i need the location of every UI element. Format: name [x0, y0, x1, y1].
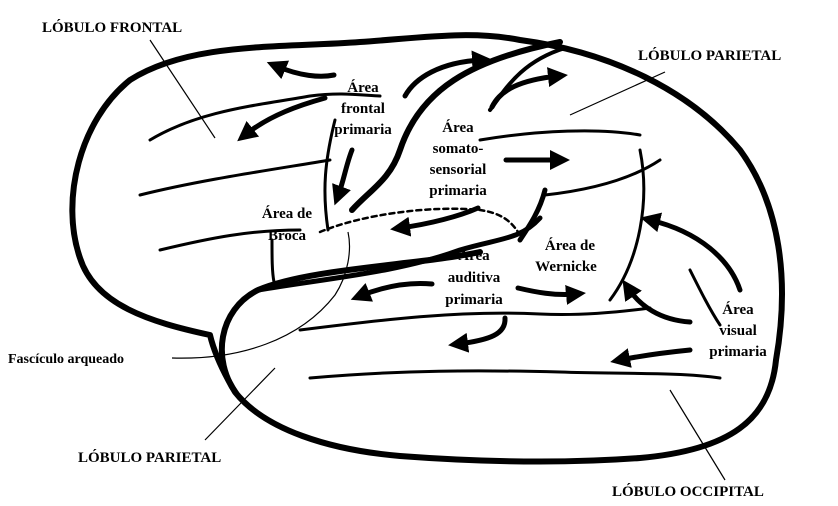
flow-arrows — [245, 60, 740, 360]
arrow-visual-low — [620, 350, 690, 360]
label-lobe-parietal-bottom: LÓBULO PARIETAL — [78, 449, 221, 466]
area-wernicke-line-1: Área de — [545, 237, 595, 254]
label-lobe-frontal: LÓBULO FRONTAL — [42, 19, 182, 36]
label-area-frontal: Área frontal primaria — [334, 79, 392, 138]
area-somato-line-2: somato- — [433, 141, 484, 157]
brain-outline — [72, 35, 782, 461]
area-auditiva-line-3: primaria — [445, 292, 503, 308]
arrow-auditiva-down — [458, 318, 505, 344]
broca-sulcus — [272, 240, 274, 282]
leader-parietal-top — [570, 72, 665, 115]
arrow-visual-mid — [628, 288, 690, 322]
label-area-visual: Área visual primaria — [709, 301, 767, 360]
area-somato-line-4: primaria — [429, 183, 487, 199]
frontal-sulcus-2 — [140, 160, 330, 195]
arrow-auditiva-right — [518, 288, 576, 295]
area-broca-line-2: Broca — [268, 228, 307, 244]
leader-parietal-bottom — [205, 368, 275, 440]
label-lobe-occipital: LÓBULO OCCIPITAL — [612, 483, 764, 500]
label-area-wernicke: Área de Wernicke — [535, 237, 597, 275]
label-area-broca: Área de Broca — [262, 205, 312, 244]
arrow-frontal-down — [338, 150, 352, 196]
area-auditiva-line-1: Área — [458, 247, 490, 264]
temporal-sulcus-1 — [300, 308, 650, 330]
area-wernicke-line-2: Wernicke — [535, 259, 597, 275]
area-visual-line-3: primaria — [709, 344, 767, 360]
leader-fasciculo — [172, 232, 349, 358]
temporal-sulcus-2 — [310, 371, 720, 378]
label-area-somatosensorial: Área somato- sensorial primaria — [429, 119, 487, 199]
area-auditiva-line-2: auditiva — [448, 270, 501, 286]
arrow-auditiva-left — [360, 284, 432, 297]
area-frontal-line-1: Área — [347, 79, 379, 96]
arcuate-fasciculus — [320, 209, 518, 232]
wernicke-branch — [520, 190, 545, 240]
area-frontal-line-3: primaria — [334, 122, 392, 138]
occipital-sulcus-2 — [690, 270, 720, 325]
area-broca-line-1: Área de — [262, 205, 312, 222]
label-fasciculo-arqueado: Fascículo arqueado — [8, 352, 124, 367]
area-visual-line-1: Área — [722, 301, 754, 318]
area-frontal-line-2: frontal — [341, 101, 385, 117]
area-somato-line-3: sensorial — [430, 162, 487, 178]
parietal-sulcus-1 — [480, 131, 640, 140]
area-visual-line-2: visual — [719, 323, 757, 339]
arrow-frontal-up-left — [276, 66, 334, 76]
leader-occipital — [670, 390, 725, 480]
area-somato-line-1: Área — [442, 119, 474, 136]
arrow-somato-up — [492, 76, 558, 107]
label-lobe-parietal-top: LÓBULO PARIETAL — [638, 47, 781, 64]
